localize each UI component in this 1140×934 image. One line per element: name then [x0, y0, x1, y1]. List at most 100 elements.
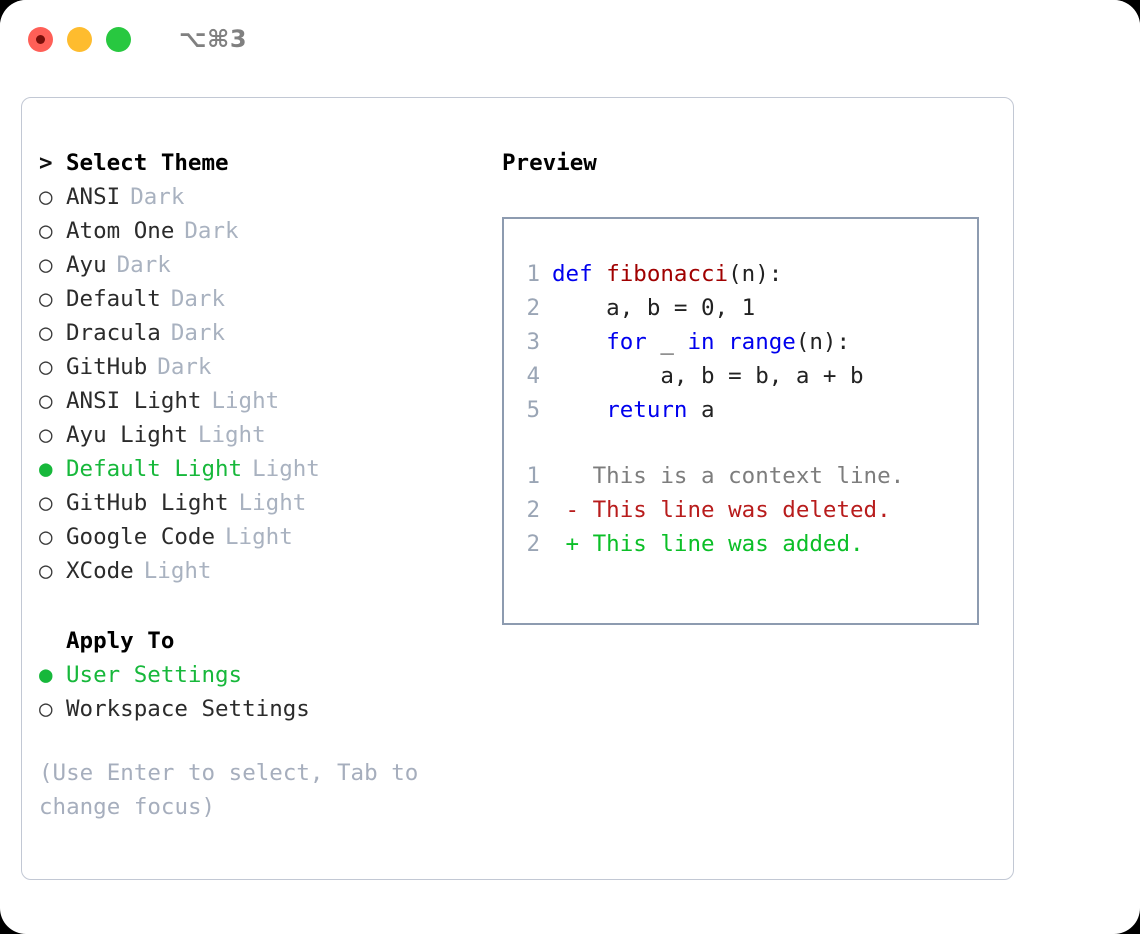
code-line-number: 4: [526, 363, 540, 389]
code-line-text: a, b = b, a + b: [552, 359, 863, 393]
theme-category-label: Light: [225, 524, 293, 550]
radio-empty-icon: ○: [39, 388, 53, 414]
code-token-kw: def: [552, 261, 607, 287]
theme-option-ayu[interactable]: ○ Ayu Dark: [39, 248, 492, 282]
apply-to-title: Apply To: [66, 628, 175, 654]
theme-option-label: XCode: [66, 558, 134, 584]
code-line-number: 2: [526, 295, 540, 321]
code-token-plain: [552, 397, 606, 423]
diff-line-ctx: 1 This is a context line.: [522, 459, 977, 493]
code-line: 5 return a: [522, 393, 977, 427]
theme-option-ansi[interactable]: ○ ANSI Dark: [39, 180, 492, 214]
diff-line-text: + This line was added.: [552, 531, 864, 557]
diff-line-number: 2: [526, 497, 540, 523]
code-line-text: return a: [552, 393, 714, 427]
maximize-button[interactable]: [106, 26, 131, 52]
theme-option-label: Default: [66, 286, 161, 312]
theme-category-label: Dark: [116, 252, 171, 278]
theme-category-label: Dark: [184, 218, 239, 244]
theme-option-ansi-light[interactable]: ○ ANSI Light Light: [39, 384, 492, 418]
code-token-kw: return: [606, 397, 688, 423]
code-token-kw: in: [687, 329, 715, 355]
code-token-plain: a, b = 0, 1: [552, 295, 756, 321]
diff-line-text: This is a context line.: [552, 463, 905, 489]
apply-to-option-label: User Settings: [66, 662, 243, 688]
code-line-text: def fibonacci(n):: [552, 257, 782, 291]
select-theme-heading: > Select Theme: [39, 146, 492, 180]
diff-sample: 1 This is a context line.2 - This line w…: [522, 459, 977, 561]
radio-empty-icon: ○: [39, 422, 53, 448]
theme-option-google-code[interactable]: ○ Google Code Light: [39, 520, 492, 554]
theme-option-label: Ayu Light: [66, 422, 188, 448]
theme-option-label: Ayu: [66, 252, 107, 278]
theme-category-label: Dark: [130, 184, 185, 210]
theme-option-label: ANSI Light: [66, 388, 202, 414]
minimize-button[interactable]: [67, 26, 92, 52]
radio-empty-icon: ○: [39, 252, 53, 278]
theme-option-label: ANSI: [66, 184, 121, 210]
keyboard-hint-text: (Use Enter to select, Tab to change focu…: [39, 760, 432, 820]
theme-category-label: Dark: [170, 286, 226, 312]
code-token-kw: range: [728, 329, 796, 355]
radio-empty-icon: ○: [39, 184, 53, 210]
window-controls: [28, 26, 131, 52]
close-button[interactable]: [28, 26, 53, 52]
code-token-plain: [715, 329, 729, 355]
title-bar: ⌥⌘3: [0, 0, 1140, 78]
radio-selected-icon: ●: [39, 662, 53, 688]
code-token-plain: (n):: [728, 261, 783, 287]
code-line-number: 3: [526, 329, 540, 355]
code-line: 2 a, b = 0, 1: [522, 291, 977, 325]
apply-to-option-workspace-settings[interactable]: ○ Workspace Settings: [39, 692, 492, 726]
code-token-plain: [552, 329, 606, 355]
radio-empty-icon: ○: [39, 354, 53, 380]
code-token-kw: for: [606, 329, 647, 355]
theme-category-label: Light: [197, 422, 266, 448]
theme-option-label: GitHub: [66, 354, 148, 380]
theme-option-label: Atom One: [66, 218, 175, 244]
section-gap: [39, 588, 492, 624]
code-line-text: a, b = 0, 1: [552, 291, 755, 325]
theme-option-default-light[interactable]: ● Default Light Light: [39, 452, 492, 486]
theme-category-label: Dark: [170, 320, 226, 346]
apply-to-option-list: ● User Settings ○ Workspace Settings: [39, 658, 492, 726]
radio-empty-icon: ○: [39, 490, 53, 516]
keyboard-shortcut-label: ⌥⌘3: [179, 25, 248, 53]
diff-line-text: - This line was deleted.: [552, 497, 891, 523]
theme-option-label: Google Code: [66, 524, 216, 550]
blank-marker: ○: [39, 624, 66, 658]
apply-to-option-user-settings[interactable]: ● User Settings: [39, 658, 492, 692]
theme-category-label: Light: [211, 388, 280, 414]
code-line-text: for _ in range(n):: [552, 325, 850, 359]
theme-option-default[interactable]: ○ Default Dark: [39, 282, 492, 316]
radio-empty-icon: ○: [39, 524, 53, 550]
radio-empty-icon: ○: [39, 696, 53, 722]
code-line: 3 for _ in range(n):: [522, 325, 977, 359]
diff-line-number: 2: [526, 531, 540, 557]
theme-option-github[interactable]: ○ GitHub Dark: [39, 350, 492, 384]
radio-empty-icon: ○: [39, 286, 53, 312]
apply-to-option-label: Workspace Settings: [66, 696, 310, 722]
diff-line-del: 2 - This line was deleted.: [522, 493, 977, 527]
theme-category-label: Light: [143, 558, 212, 584]
caret-icon: >: [39, 150, 53, 176]
theme-option-label: Default Light: [66, 456, 243, 482]
diff-line-add: 2 + This line was added.: [522, 527, 977, 561]
theme-option-ayu-light[interactable]: ○ Ayu Light Light: [39, 418, 492, 452]
theme-category-label: Light: [252, 456, 320, 482]
code-diff-gap: [522, 427, 977, 459]
theme-category-label: Dark: [157, 354, 212, 380]
radio-selected-icon: ●: [39, 456, 53, 482]
radio-empty-icon: ○: [39, 320, 53, 346]
